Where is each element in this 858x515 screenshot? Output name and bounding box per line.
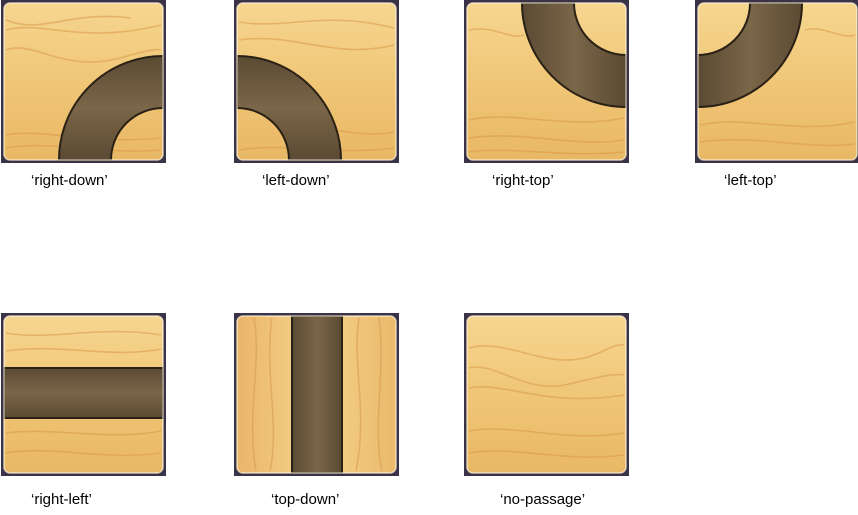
tile-left-down-graphic <box>234 0 399 163</box>
tile-right-down-graphic <box>1 0 166 163</box>
tile-left-top[interactable] <box>695 0 858 163</box>
tile-label-left-down: ‘left-down’ <box>262 172 330 189</box>
tile-right-top[interactable] <box>464 0 629 163</box>
tile-right-down[interactable] <box>1 0 166 163</box>
tile-right-left-graphic <box>1 313 166 476</box>
tile-top-down-graphic <box>234 313 399 476</box>
tile-left-down[interactable] <box>234 0 399 163</box>
tile-label-no-passage: ‘no-passage’ <box>500 491 586 508</box>
tile-right-left[interactable] <box>1 313 166 476</box>
tile-left-top-graphic <box>695 0 858 163</box>
tile-label-right-down: ‘right-down’ <box>31 172 108 189</box>
tile-label-right-top: ‘right-top’ <box>492 172 554 189</box>
tile-top-down[interactable] <box>234 313 399 476</box>
tile-right-top-graphic <box>464 0 629 163</box>
tile-no-passage-graphic <box>464 313 629 476</box>
tile-no-passage[interactable] <box>464 313 629 476</box>
tile-label-right-left: ‘right-left’ <box>31 491 92 508</box>
tile-label-top-down: ‘top-down’ <box>271 491 340 508</box>
tile-label-left-top: ‘left-top’ <box>724 172 777 189</box>
